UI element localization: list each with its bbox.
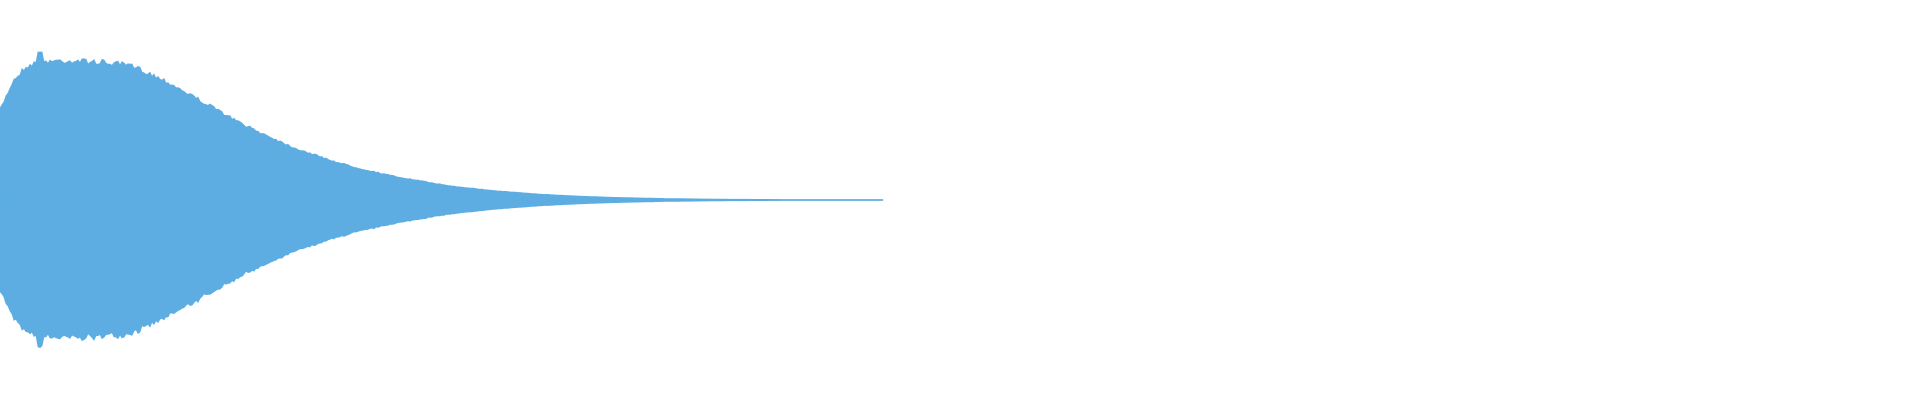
waveform-svg <box>0 51 884 349</box>
audio-waveform <box>0 51 884 349</box>
